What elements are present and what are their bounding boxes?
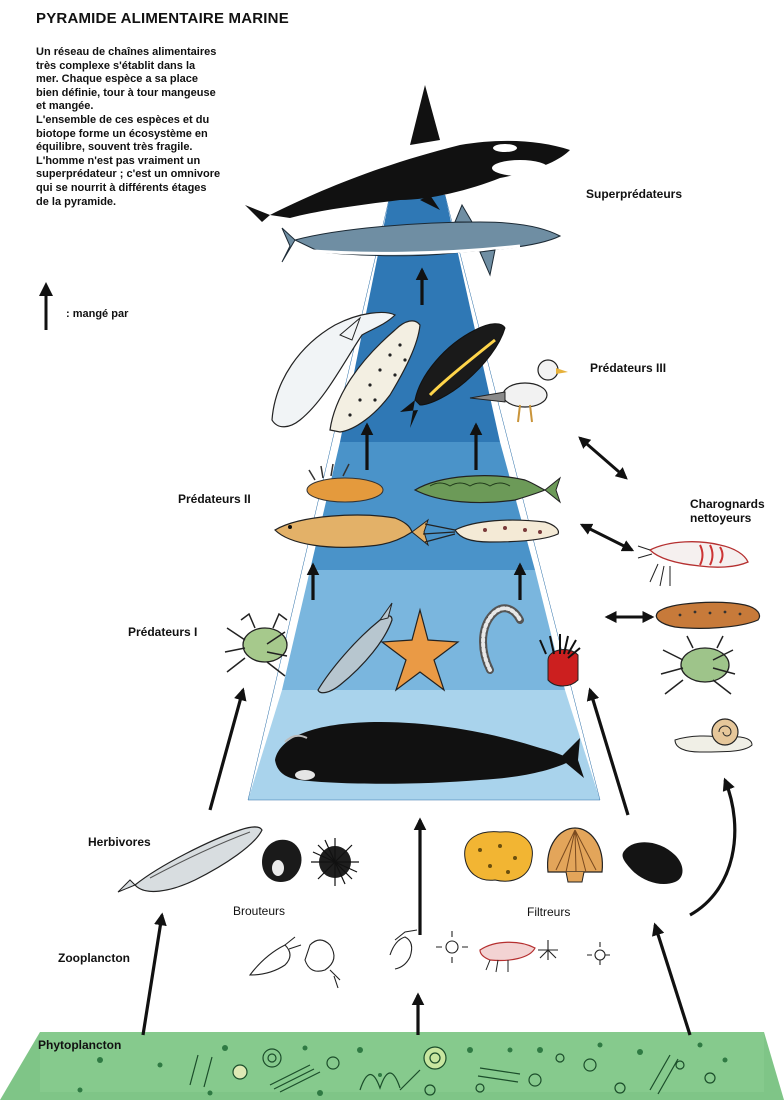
double-arrow-squid-charognards <box>582 525 632 550</box>
double-arrow-gull-charognards <box>580 438 626 478</box>
label-zooplancton: Zooplancton <box>58 951 130 965</box>
arrow-herbivores-to-pred1 <box>210 690 243 810</box>
label-brouteurs: Brouteurs <box>233 904 285 918</box>
phytoplankton-band-fill <box>40 1032 764 1092</box>
whelk-snail-icon <box>675 719 752 752</box>
pyramid-band-upper <box>310 442 535 570</box>
label-herbivores: Herbivores <box>88 835 151 849</box>
label-charognards-line-2: nettoyeurs <box>690 511 765 525</box>
double-arrows <box>580 438 652 617</box>
sea-cucumber-icon <box>656 602 759 628</box>
mussel-icon <box>623 842 683 884</box>
arrow-zooplankton-to-herbivores <box>143 915 162 1035</box>
arrow-filtreurs-to-charognards <box>690 780 735 915</box>
label-predateurs-1: Prédateurs I <box>128 625 197 639</box>
label-phytoplancton: Phytoplancton <box>38 1038 121 1052</box>
crab-icon <box>225 614 287 676</box>
zooplankton-organisms <box>250 930 610 988</box>
label-filtreurs: Filtreurs <box>527 905 570 919</box>
shrimp-icon <box>638 542 748 586</box>
sea-urchin-icon <box>311 838 359 886</box>
label-superpredateurs: Superprédateurs <box>586 187 682 201</box>
label-predateurs-2: Prédateurs II <box>178 492 251 506</box>
krill-icon <box>480 942 535 972</box>
periwinkle-snail-icon <box>262 840 302 882</box>
arrow-phyto-to-charognards <box>655 925 690 1035</box>
scallop-shell-icon <box>548 828 603 882</box>
label-charognards: Charognards nettoyeurs <box>690 497 765 525</box>
green-crab-icon <box>661 636 735 694</box>
label-predateurs-3: Prédateurs III <box>590 361 666 375</box>
label-charognards-line-1: Charognards <box>690 497 765 511</box>
sponge-icon <box>465 832 533 881</box>
